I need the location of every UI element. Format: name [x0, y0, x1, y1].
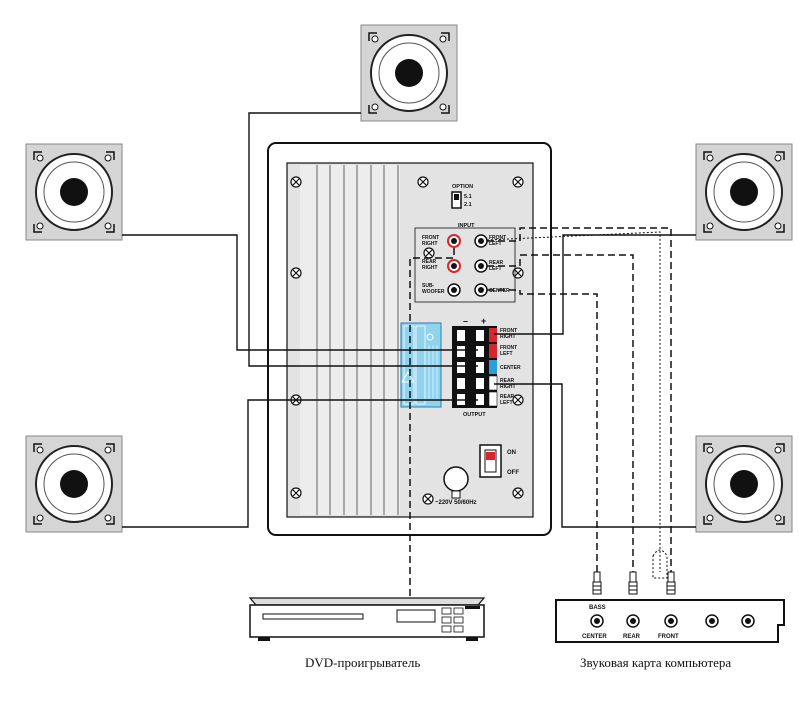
option-51-label: 5.1	[464, 194, 472, 200]
plus-sign: +	[481, 316, 486, 326]
power-switch[interactable]	[479, 444, 502, 478]
option-label: OPTION	[452, 184, 473, 190]
front-left-speaker	[25, 143, 123, 241]
power-label: ~220V 50/60Hz	[435, 500, 477, 506]
optional-cable	[486, 231, 668, 579]
signal-cables	[409, 227, 672, 596]
off-label: OFF	[507, 470, 519, 476]
front-jack[interactable]	[664, 614, 678, 628]
in-front-left-jack[interactable]	[474, 234, 488, 248]
minus-sign: –	[463, 316, 468, 326]
front-plug	[666, 571, 676, 595]
rear-left-speaker	[25, 435, 123, 533]
rear-right-speaker	[695, 435, 793, 533]
center-speaker	[360, 24, 458, 122]
bass-label: BASS	[589, 605, 606, 611]
front-right-speaker	[695, 143, 793, 241]
in-front-right-jack[interactable]	[447, 234, 461, 248]
in-rear-right-jack[interactable]	[447, 259, 461, 273]
output-label: OUTPUT	[463, 412, 486, 418]
soundcard-caption: Звуковая карта компьютера	[580, 655, 731, 670]
extra-jack-2[interactable]	[741, 614, 755, 628]
out-center-label: CENTER	[500, 365, 521, 371]
fuse-holder	[443, 466, 469, 499]
center-label: CENTER	[582, 634, 607, 640]
bass-center-jack[interactable]	[590, 614, 604, 628]
input-label: INPUT	[458, 223, 475, 229]
warning-label	[400, 322, 442, 408]
in-subwoofer-jack[interactable]	[447, 283, 461, 297]
in-center-jack[interactable]	[474, 283, 488, 297]
dvd-caption: DVD-проигрыватель	[305, 655, 420, 670]
dvd-player	[248, 597, 486, 641]
in-subwoofer-label: SUB-WOOFER	[422, 283, 445, 295]
output-terminal-block	[452, 326, 498, 408]
on-label: ON	[507, 450, 516, 456]
speaker-wires	[122, 112, 696, 528]
in-center-label: CENTER	[489, 288, 510, 294]
power-socket-screw	[422, 493, 434, 505]
in-rear-left-jack[interactable]	[474, 259, 488, 273]
option-switch[interactable]	[451, 191, 462, 209]
front-label: FRONT	[658, 634, 679, 640]
bass-center-plug	[592, 571, 602, 595]
rear-label: REAR	[623, 634, 641, 640]
option-21-label: 2.1	[464, 202, 472, 208]
extra-jack-1[interactable]	[705, 614, 719, 628]
rear-jack[interactable]	[626, 614, 640, 628]
input-jack-panel	[414, 227, 516, 303]
rear-plug	[628, 571, 638, 595]
